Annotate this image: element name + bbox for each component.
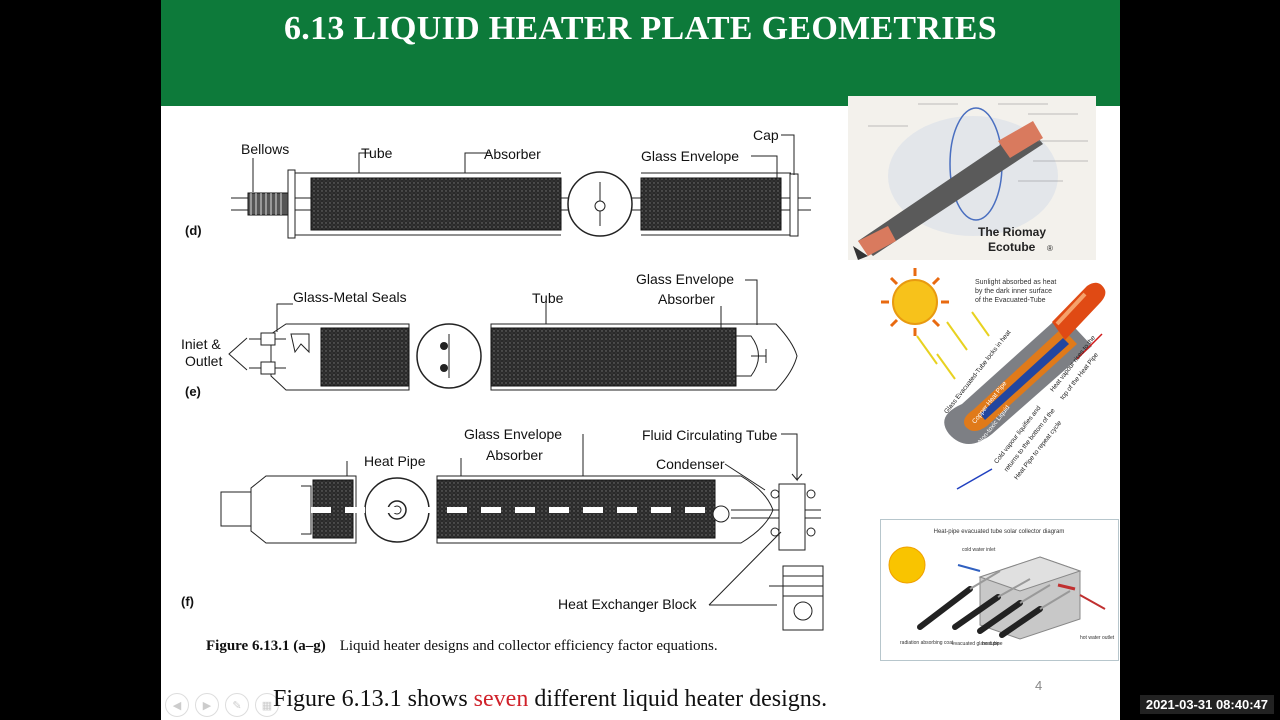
heatpipe-tube-image: Sunlight absorbed as heat by the dark in…	[877, 264, 1117, 494]
label-inlet-2: Outlet	[185, 353, 222, 369]
collector-label-glass: evacuated glass tube	[952, 641, 999, 647]
title-bar	[161, 0, 1120, 106]
label-condenser: Condenser	[656, 456, 725, 472]
diagram-f: Glass Envelope Fluid Circulating Tube He…	[181, 426, 824, 631]
collector-label-outlet: hot water outlet	[1080, 635, 1115, 641]
label-inlet-1: Iniet &	[181, 336, 221, 352]
prev-arrow-icon[interactable]: ◀	[165, 693, 189, 717]
body-text-highlight: seven	[473, 686, 529, 712]
svg-text:®: ®	[1047, 244, 1053, 253]
next-arrow-icon[interactable]: ▶	[195, 693, 219, 717]
figure-caption-text: Liquid heater designs and collector effi…	[339, 638, 718, 654]
page-number: 4	[1035, 678, 1043, 693]
label-bellows: Bellows	[241, 141, 289, 157]
body-text-start: Figure 6.13.1 shows	[273, 686, 474, 712]
label-cap: Cap	[753, 127, 779, 143]
label-glass-envelope-d: Glass Envelope	[641, 148, 739, 164]
slide-title: 6.13 LIQUID HEATER PLATE GEOMETRIES	[284, 10, 997, 47]
collector-label-inlet: cold water inlet	[962, 547, 996, 553]
riomay-ecotube-image: The Riomay Ecotube ®	[848, 96, 1096, 260]
tag-e: (e)	[185, 384, 201, 399]
pen-icon[interactable]: ✎	[225, 693, 249, 717]
label-fluid-circulating-tube: Fluid Circulating Tube	[642, 427, 778, 443]
collector-title: Heat-pipe evacuated tube solar collector…	[934, 529, 1065, 535]
figure-ref: Figure 6.13.1 (a–g)	[206, 638, 326, 654]
sun-text-2: by the dark inner surface	[975, 288, 1052, 295]
tag-d: (d)	[185, 223, 202, 238]
sun-icon	[881, 268, 949, 336]
label-glass-metal-seals: Glass-Metal Seals	[293, 289, 407, 305]
video-timestamp: 2021-03-31 08:40:47	[1139, 695, 1274, 714]
label-tube-e: Tube	[532, 290, 564, 306]
riomay-title-line2: Ecotube	[988, 240, 1036, 254]
diagram-d: Bellows Tube Absorber Glass Envelope Cap…	[185, 127, 811, 239]
tag-f: (f)	[181, 594, 194, 609]
slides-icon[interactable]: ▦	[255, 693, 279, 717]
label-heat-pipe: Heat Pipe	[364, 453, 426, 469]
label-glass-envelope-e: Glass Envelope	[636, 271, 734, 287]
collector-label-coat: radiation absorbing coat	[900, 640, 954, 646]
sun-text-1: Sunlight absorbed as heat	[975, 279, 1056, 286]
label-tube-d: Tube	[361, 145, 393, 161]
label-heat-exchanger-block: Heat Exchanger Block	[558, 596, 698, 612]
label-absorber-e: Absorber	[658, 291, 715, 307]
slide-nav: ◀ ▶ ✎ ▦	[165, 693, 279, 717]
label-absorber-f: Absorber	[486, 447, 543, 463]
collector-label-heatpipe: heat pipe	[982, 641, 1003, 647]
label-absorber-d: Absorber	[484, 146, 541, 162]
label-glass-envelope-f: Glass Envelope	[464, 426, 562, 442]
tube-diagrams: Bellows Tube Absorber Glass Envelope Cap…	[181, 127, 824, 631]
diagram-e: Glass-Metal Seals Tube Glass Envelope Ab…	[181, 271, 798, 399]
body-text-end: different liquid heater designs.	[528, 686, 828, 712]
collector-diagram-image: Heat-pipe evacuated tube solar collector…	[880, 519, 1119, 661]
sun-text-3: of the Evacuated-Tube	[975, 297, 1046, 304]
riomay-title-line1: The Riomay	[978, 225, 1046, 239]
slide: 6.13 LIQUID HEATER PLATE GEOMETRIES	[161, 0, 1120, 720]
figure-caption: Figure 6.13.1 (a–g) Liquid heater designs…	[206, 638, 718, 655]
slide-body-text: Figure 6.13.1 shows seven different liqu…	[273, 686, 827, 713]
